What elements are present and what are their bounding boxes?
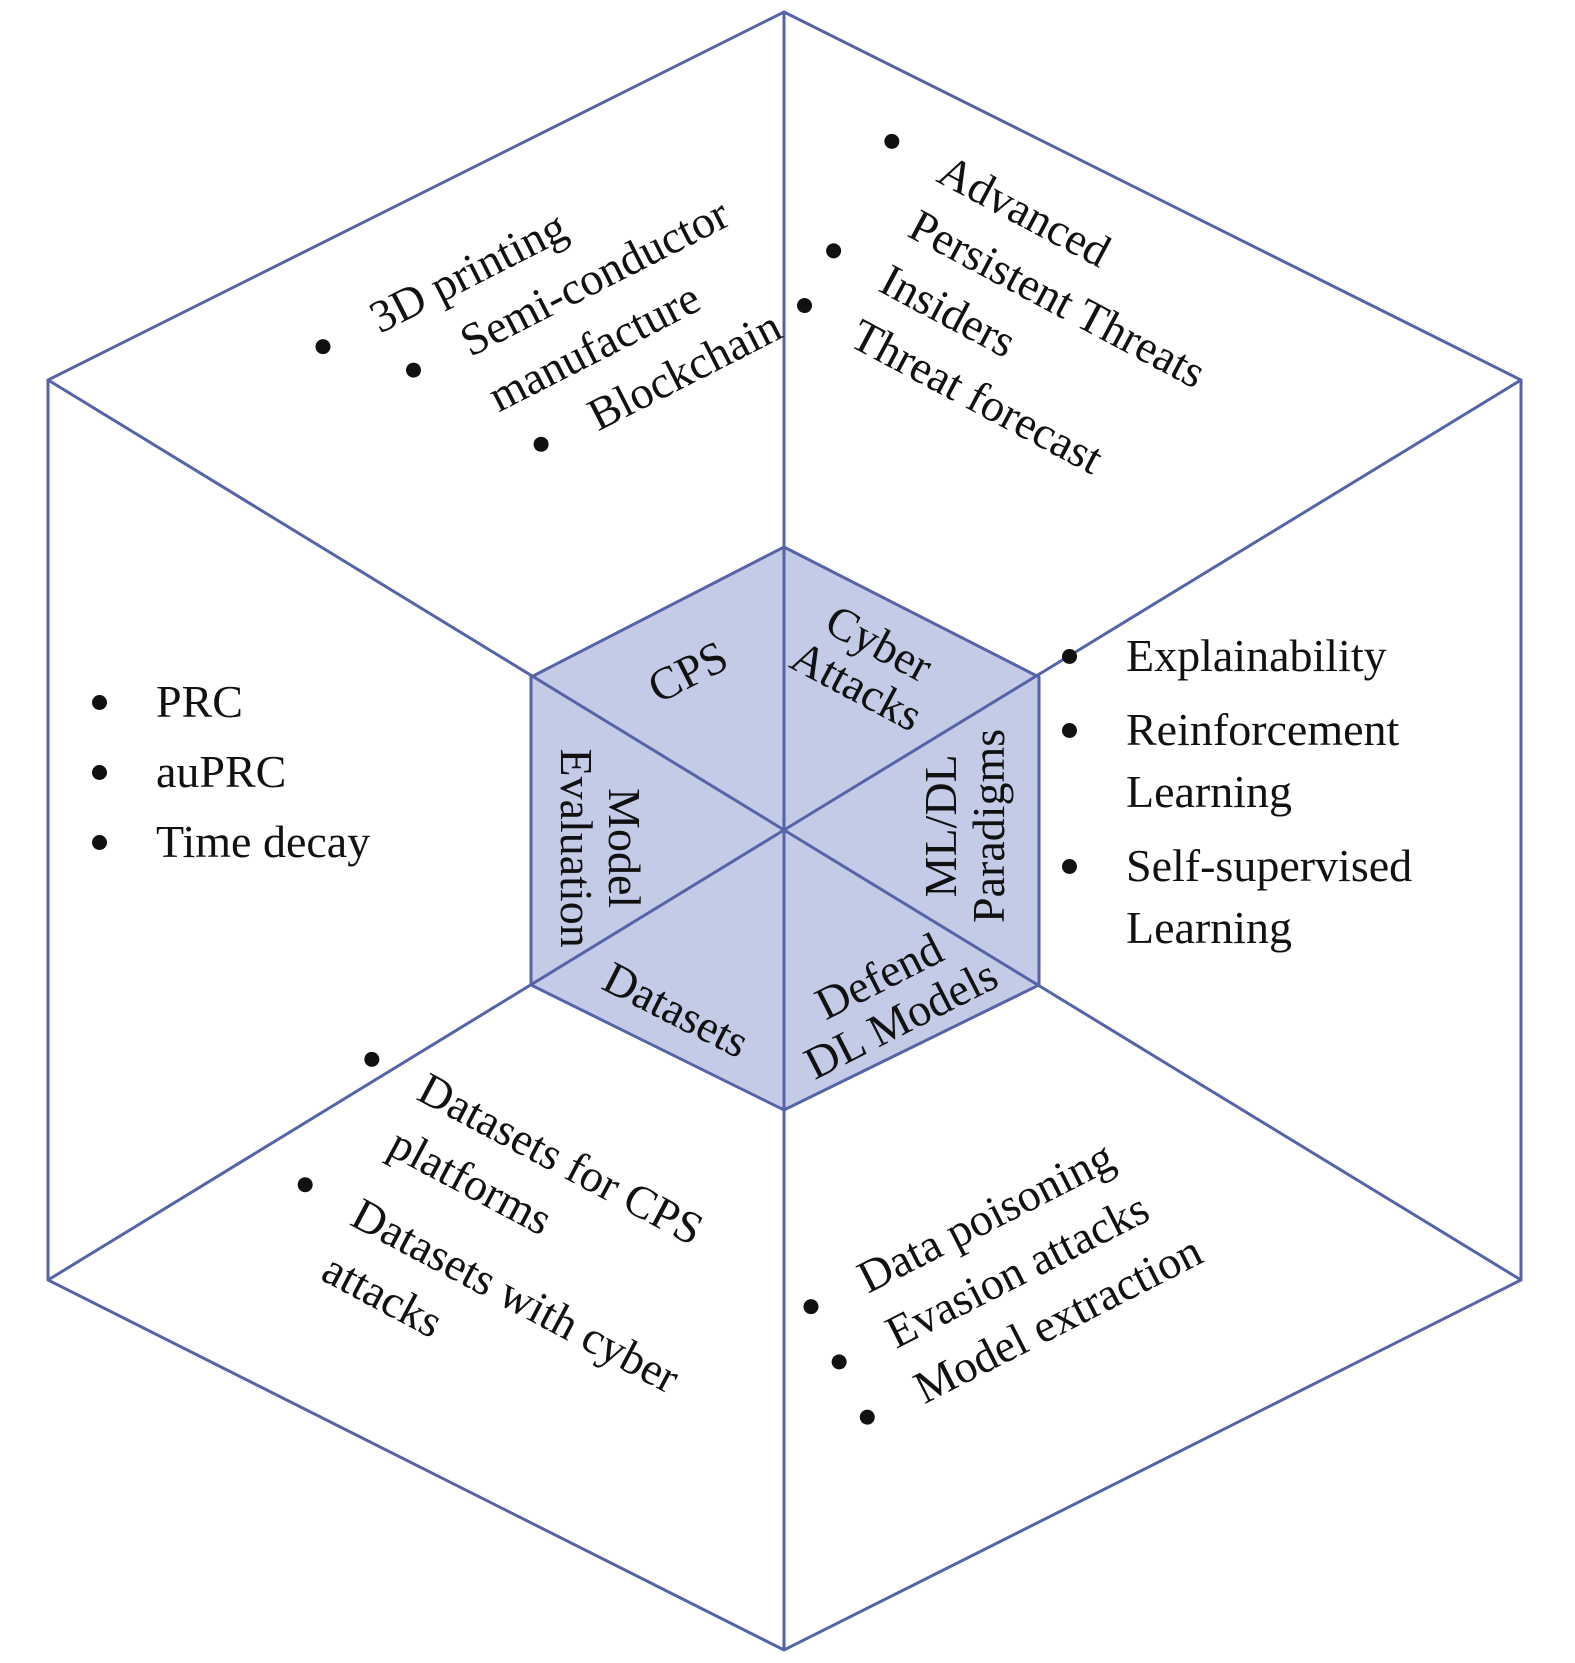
inner-label-line: Model — [599, 788, 650, 909]
inner-label-line: Evaluation — [551, 748, 602, 948]
bullet-dot — [92, 695, 107, 710]
bullet-text-line: Learning — [1126, 902, 1293, 953]
bullet-text-line: Time decay — [156, 816, 371, 867]
bullet-text-line: Self-supervised — [1126, 840, 1413, 891]
spoke-upper-right — [783, 378, 1522, 832]
bullet-dot — [403, 360, 424, 381]
spoke-lower-left — [47, 828, 785, 1282]
bullet-text-line: Learning — [1126, 766, 1293, 817]
bullet-text-line: Explainability — [1126, 630, 1387, 681]
bullet-dot — [92, 765, 107, 780]
inner-label-model-evaluation: Model Evaluation — [551, 748, 650, 948]
bullet-dot — [1062, 649, 1077, 664]
bullet-dot — [530, 434, 552, 455]
inner-label-line: Paradigms — [963, 728, 1014, 923]
bullet-text-line: Reinforcement — [1126, 704, 1400, 755]
bullet-text-line: PRC — [156, 676, 243, 727]
bullet-item: auPRC — [92, 741, 370, 803]
model-evaluation-list: PRC auPRC Time decay — [92, 671, 370, 873]
spoke-upper-left — [47, 378, 785, 832]
bullet-dot — [1062, 859, 1077, 874]
bullet-dot — [92, 835, 107, 850]
inner-label-ml-dl-paradigms: ML/DL Paradigms — [915, 728, 1014, 923]
bullet-dot — [1062, 723, 1077, 738]
bullet-item: Explainability — [1062, 625, 1412, 687]
inner-label-line: ML/DL — [915, 754, 966, 898]
spoke-lower-right — [783, 828, 1522, 1282]
bullet-text-line: auPRC — [156, 746, 287, 797]
bullet-item: PRC — [92, 671, 370, 733]
bullet-item: Time decay — [92, 811, 370, 873]
